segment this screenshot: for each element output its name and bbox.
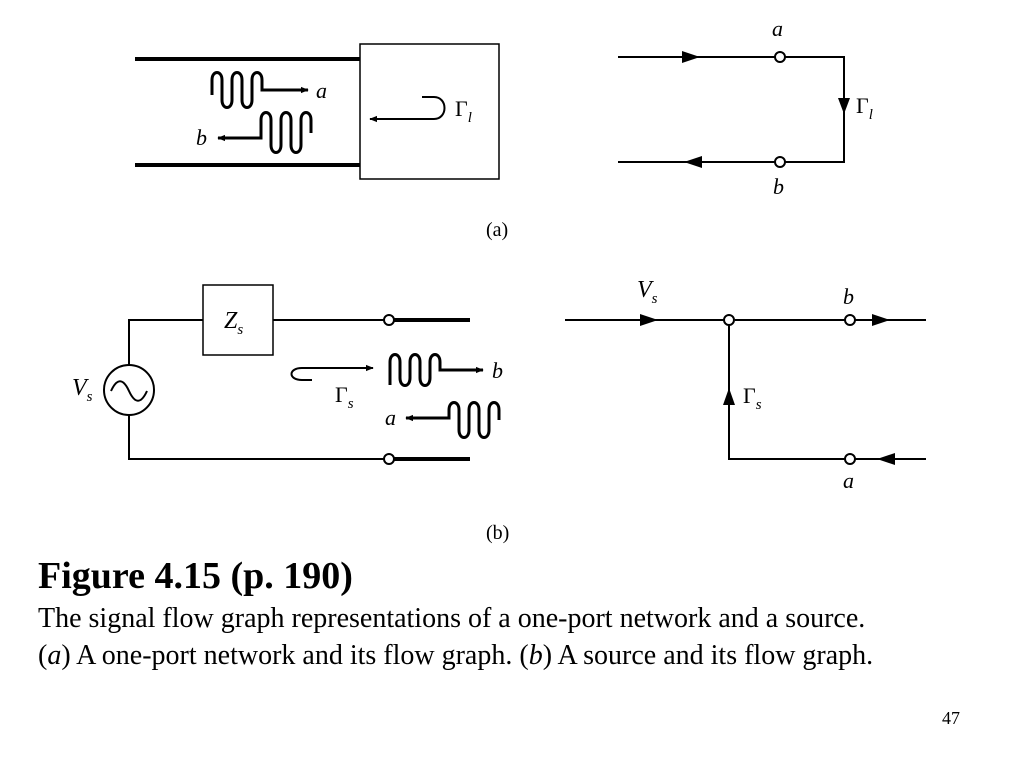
subcaption-letter-a: a xyxy=(47,640,62,671)
node-label-a: a xyxy=(843,468,854,493)
port-terminal-bottom xyxy=(383,453,395,465)
panel-b-label: (b) xyxy=(486,522,509,544)
branch-reflection xyxy=(728,325,845,460)
source-label: Vs xyxy=(72,375,93,405)
reflection-arrow xyxy=(369,96,446,123)
sine-icon xyxy=(110,380,148,402)
source-wire-top xyxy=(128,319,203,365)
branch-output-arrow xyxy=(684,156,702,168)
figure-caption: Figure 4.15 (p. 190) The signal flow gra… xyxy=(38,552,978,674)
subcaption-text-b: ) A source and its flow graph. xyxy=(542,640,874,671)
one-port-network-box xyxy=(359,43,500,180)
source-wire-bottom xyxy=(128,415,384,460)
panel-b-flow-graph: Vs b a Γs xyxy=(565,277,926,493)
port-terminal-top xyxy=(383,314,395,326)
wave-label-a: a xyxy=(316,78,327,103)
wave-label-b: b xyxy=(196,125,207,150)
branch-label-gamma-l: Γl xyxy=(856,93,873,123)
subcaption-letter-b: b xyxy=(528,640,543,671)
reflection-label: Γl xyxy=(455,96,472,126)
branch-label-gamma-s: Γs xyxy=(743,383,762,413)
node-a xyxy=(844,453,856,465)
node-b xyxy=(844,314,856,326)
reflection-label: Γs xyxy=(335,382,354,412)
input-label-vs: Vs xyxy=(637,277,658,307)
node-label-a: a xyxy=(772,16,783,41)
source-impedance-box xyxy=(202,284,274,356)
node-label-b: b xyxy=(843,284,854,309)
page-number: 47 xyxy=(942,708,960,728)
node-a xyxy=(774,51,786,63)
figure-subcaption: (a) A one-port network and its flow grap… xyxy=(38,637,978,674)
panel-a-flow-graph: a b Γl xyxy=(618,16,873,199)
branch-source-arrow xyxy=(640,314,658,326)
subcaption-paren: ( xyxy=(38,640,48,671)
reflection-arrow xyxy=(290,364,374,381)
outgoing-wave-b xyxy=(388,353,484,387)
node-b xyxy=(774,156,786,168)
figure-diagram: a b Γl a b Γl (a) Zs xyxy=(72,16,926,544)
reflected-wave-b xyxy=(217,111,313,154)
panel-a-circuit: a b Γl xyxy=(135,43,500,180)
branch-in-arrow xyxy=(877,453,895,465)
figure-description: The signal flow graph representations of… xyxy=(38,603,866,634)
node-junction xyxy=(723,314,735,326)
node-label-b: b xyxy=(773,174,784,199)
subcaption-text-a: ) A one-port network and its flow graph.… xyxy=(61,640,529,671)
panel-a-label: (a) xyxy=(486,219,508,241)
branch-input-arrow xyxy=(682,51,700,63)
branch-reflection-arrow xyxy=(723,388,735,405)
incident-wave-a xyxy=(210,71,309,109)
figure-title: Figure 4.15 (p. 190) xyxy=(38,555,353,597)
panel-b-circuit: Zs Vs Γs b a xyxy=(72,284,503,465)
branch-reflection-arrow xyxy=(838,98,850,114)
impedance-label: Zs xyxy=(224,308,243,338)
wave-label-b: b xyxy=(492,358,503,383)
wave-label-a: a xyxy=(385,405,396,430)
branch-out-arrow xyxy=(872,314,890,326)
incoming-wave-a xyxy=(405,401,501,439)
branch-reflection xyxy=(785,56,845,163)
